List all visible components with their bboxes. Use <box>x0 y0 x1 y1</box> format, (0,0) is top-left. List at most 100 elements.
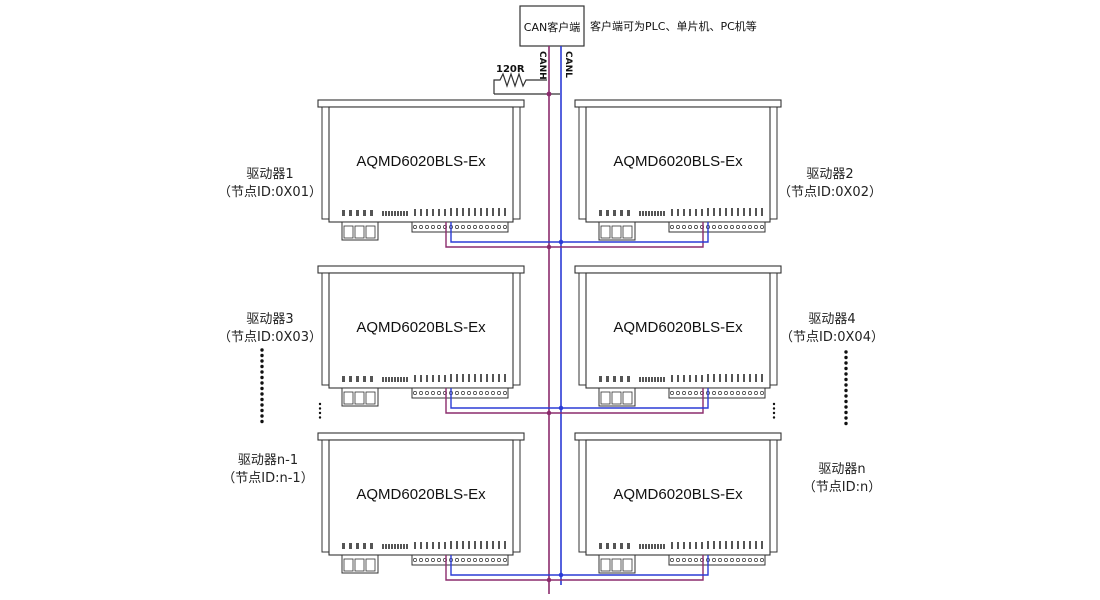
terminal-screw <box>712 225 716 229</box>
terminal-screw <box>503 391 507 395</box>
driver-model: AQMD6020BLS-Ex <box>356 486 486 503</box>
pin-mark <box>504 208 506 216</box>
pin-mark <box>725 541 727 549</box>
terminal-screw <box>682 225 686 229</box>
dot <box>318 402 322 406</box>
canl-drop <box>450 555 561 576</box>
pin-mark <box>683 542 685 549</box>
dot <box>844 383 848 387</box>
pin-mark <box>701 375 703 382</box>
pin-mark <box>388 544 390 549</box>
pin-mark <box>420 375 422 382</box>
pin-mark <box>342 210 345 216</box>
driver-model: AQMD6020BLS-Ex <box>613 153 743 170</box>
pin-mark <box>450 374 452 382</box>
pin-mark <box>456 374 458 382</box>
pin-mark <box>749 541 751 549</box>
pin-mark <box>683 209 685 216</box>
pin-mark <box>695 375 697 382</box>
pin-mark <box>391 211 393 216</box>
pin-mark <box>370 543 373 549</box>
pin-mark <box>743 374 745 382</box>
pin-mark <box>342 376 345 382</box>
dot <box>260 348 264 352</box>
pin-mark <box>462 374 464 382</box>
pin-mark <box>468 541 470 549</box>
pin-mark <box>444 542 446 549</box>
terminal-screw <box>730 225 734 229</box>
driver-model: AQMD6020BLS-Ex <box>356 153 486 170</box>
driver-top-flange <box>317 432 525 441</box>
driver-name: 驱动器2 <box>806 167 854 182</box>
pin-mark <box>406 377 408 382</box>
driver-5: AQMD6020BLS-Ex <box>317 432 564 583</box>
dot <box>844 410 848 415</box>
pin-mark <box>707 374 709 382</box>
signal-terminal <box>668 554 766 566</box>
pin-mark <box>657 544 659 549</box>
terminal-screw <box>485 391 489 395</box>
pin-mark <box>474 208 476 216</box>
pin-mark <box>391 544 393 549</box>
driver-label-4: 驱动器4（节点ID:0X04） <box>772 311 892 347</box>
canl-drop <box>450 222 561 243</box>
pin-mark <box>356 376 359 382</box>
driver-6: AQMD6020BLS-Ex <box>546 432 782 583</box>
pin-mark <box>613 543 616 549</box>
pin-mark <box>456 208 458 216</box>
dot <box>844 377 848 382</box>
pin-mark <box>426 542 428 549</box>
left-vertical-dots <box>260 348 264 424</box>
dot <box>772 407 776 410</box>
dot <box>844 399 848 404</box>
driver-left-ear <box>321 106 330 220</box>
pin-mark <box>400 377 402 382</box>
pin-mark <box>388 211 390 216</box>
pin-mark <box>356 210 359 216</box>
terminal-screw <box>461 391 465 395</box>
driver-left-ear <box>578 439 587 553</box>
terminal-slot <box>354 225 365 239</box>
driver-label-6: 驱动器n（节点ID:n） <box>782 461 902 497</box>
terminal-screw <box>473 558 477 562</box>
dot <box>844 405 848 409</box>
canh-drop <box>445 555 549 581</box>
terminal-screw <box>694 558 698 562</box>
pin-mark <box>432 542 434 549</box>
terminal-slot <box>600 558 611 572</box>
pin-mark <box>613 376 616 382</box>
pin-mark <box>599 210 602 216</box>
pin-mark <box>683 375 685 382</box>
terminal-screw <box>742 225 746 229</box>
dot <box>844 388 848 393</box>
pin-mark <box>642 544 644 549</box>
pin-mark <box>599 543 602 549</box>
pin-mark <box>349 543 352 549</box>
dot <box>260 364 264 369</box>
pin-mark <box>660 211 662 216</box>
driver-top-flange <box>574 265 782 274</box>
right-small-dots <box>772 402 776 419</box>
signal-terminal <box>411 221 509 233</box>
pin-mark <box>394 544 396 549</box>
signal-terminal <box>411 387 509 399</box>
terminal-screw <box>431 558 435 562</box>
terminal-screw <box>760 225 764 229</box>
pin-mark <box>761 208 763 216</box>
terminal-screw <box>736 225 740 229</box>
left-small-dots <box>318 402 322 419</box>
dot <box>772 411 776 415</box>
terminal-screw <box>473 391 477 395</box>
pin-mark <box>444 209 446 216</box>
terminal-screw <box>742 558 746 562</box>
driver-body <box>328 439 514 556</box>
pin-mark <box>406 544 408 549</box>
terminal-screw <box>718 391 722 395</box>
pin-mark <box>642 377 644 382</box>
dot <box>318 416 322 419</box>
dot <box>260 408 264 413</box>
driver-pin-labels <box>599 541 763 549</box>
terminal-slot <box>622 391 633 405</box>
terminal-screw <box>754 391 758 395</box>
pin-mark <box>438 209 440 216</box>
